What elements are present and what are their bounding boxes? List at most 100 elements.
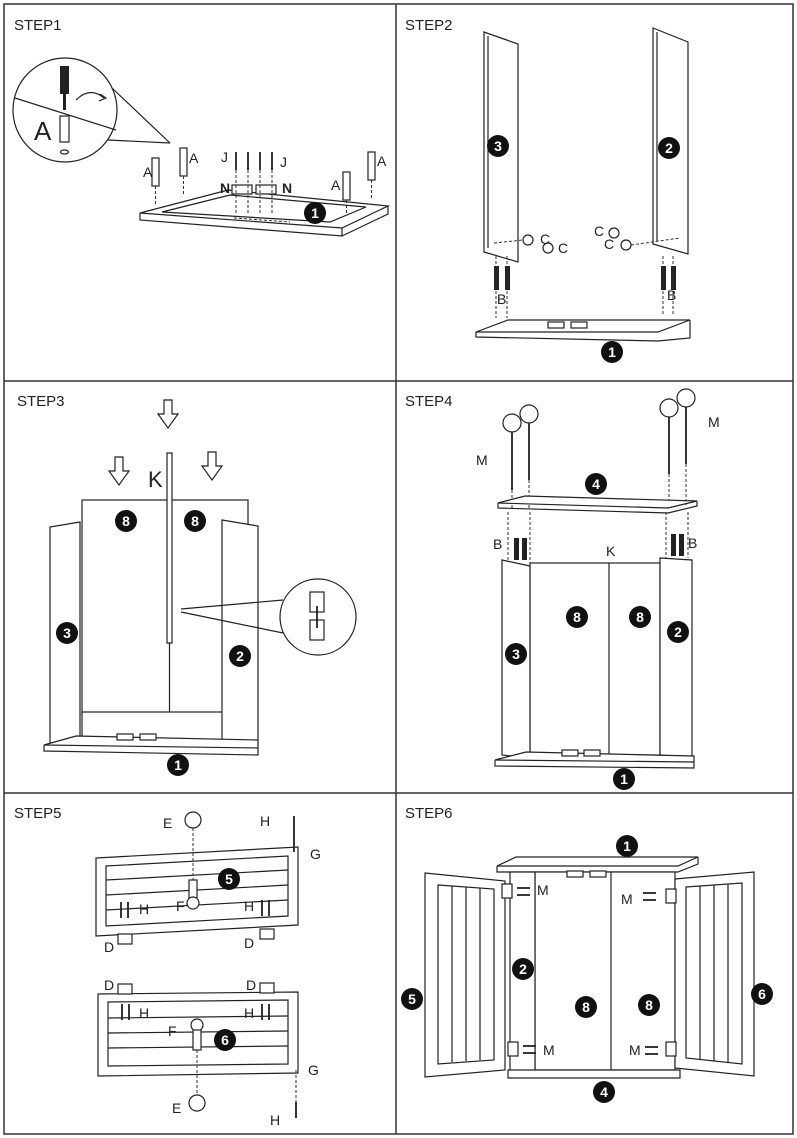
svg-text:6: 6 xyxy=(221,1032,229,1048)
cam-bolt-parts: A A A A xyxy=(143,147,387,215)
svg-text:6: 6 xyxy=(758,986,766,1002)
svg-text:8: 8 xyxy=(573,609,581,625)
part-label: F xyxy=(176,898,185,914)
screw-parts: M M xyxy=(476,388,720,510)
svg-text:2: 2 xyxy=(519,961,527,977)
part-label: K xyxy=(148,467,163,492)
part-label: C xyxy=(558,240,568,256)
part-label: B xyxy=(493,536,502,552)
svg-text:8: 8 xyxy=(582,999,590,1015)
cabinet-assembled xyxy=(496,856,699,1079)
screw-and-clip-parts: J J N N xyxy=(220,149,292,215)
svg-text:2: 2 xyxy=(665,140,673,156)
svg-text:1: 1 xyxy=(311,205,319,221)
board-number-badge: 8 xyxy=(575,996,597,1018)
svg-text:3: 3 xyxy=(494,138,502,154)
part-label: A xyxy=(377,153,387,169)
board-number-badge: 3 xyxy=(505,643,527,665)
knob-icon xyxy=(184,811,202,829)
part-label: D xyxy=(246,977,256,993)
base-board xyxy=(475,319,691,342)
svg-text:1: 1 xyxy=(623,838,631,854)
step-title: STEP5 xyxy=(14,805,62,822)
part-label: N xyxy=(220,180,230,196)
part-label: E xyxy=(172,1100,181,1116)
panel-grid xyxy=(3,3,794,1135)
board-number-badge: 6 xyxy=(214,1029,236,1051)
step-title: STEP2 xyxy=(405,17,453,34)
svg-text:8: 8 xyxy=(645,997,653,1013)
svg-text:4: 4 xyxy=(600,1084,608,1100)
cam-bolt-icon xyxy=(59,115,70,143)
cabinet-body xyxy=(494,557,695,769)
part-label: F xyxy=(168,1023,177,1039)
board-number-badge: 1 xyxy=(616,835,638,857)
svg-text:1: 1 xyxy=(608,344,616,360)
door-upper: E H G F H H D D xyxy=(95,811,321,955)
board-number-badge: 5 xyxy=(401,988,423,1010)
part-label: M xyxy=(708,414,720,430)
board-number-badge: 4 xyxy=(593,1081,615,1103)
part-label: H xyxy=(270,1112,280,1128)
down-arrow-icons xyxy=(107,399,224,487)
board-number-badge: 1 xyxy=(304,202,326,224)
hinge-screws: M M M M xyxy=(517,882,658,1058)
board-number-badge: 2 xyxy=(667,621,689,643)
svg-text:1: 1 xyxy=(174,757,182,773)
dowel-parts: B B xyxy=(494,256,676,318)
part-label: M xyxy=(543,1042,555,1058)
board-number-badge: 4 xyxy=(585,473,607,495)
door-lower: D D H H F G E H xyxy=(97,977,319,1128)
part-label: G xyxy=(310,846,321,862)
knob-icon xyxy=(188,1094,206,1112)
part-label: H xyxy=(244,898,254,914)
part-label: H xyxy=(139,1005,149,1021)
top-board xyxy=(497,495,698,514)
connector-strip: K xyxy=(148,452,173,712)
svg-text:5: 5 xyxy=(408,991,416,1007)
board-number-badge: 5 xyxy=(218,868,240,890)
board-number-badge: 8 xyxy=(629,606,651,628)
board-number-badge: 2 xyxy=(658,137,680,159)
board-number-badge: 3 xyxy=(56,622,78,644)
svg-text:8: 8 xyxy=(191,513,199,529)
step-title: STEP6 xyxy=(405,805,453,822)
part-label: N xyxy=(282,180,292,196)
part-label: D xyxy=(104,977,114,993)
part-label: M xyxy=(537,882,549,898)
part-label: M xyxy=(621,891,633,907)
board-number-badge: 2 xyxy=(512,958,534,980)
svg-text:2: 2 xyxy=(674,624,682,640)
svg-text:4: 4 xyxy=(592,476,600,492)
part-label: H xyxy=(139,901,149,917)
door-right-open xyxy=(665,871,755,1077)
part-label: B xyxy=(688,535,697,551)
svg-text:8: 8 xyxy=(122,513,130,529)
board-number-badge: 6 xyxy=(751,983,773,1005)
part-label: A xyxy=(34,116,52,146)
part-label: D xyxy=(244,935,254,951)
back-panels xyxy=(81,499,249,741)
board-number-badge: 1 xyxy=(613,768,635,790)
svg-text:8: 8 xyxy=(636,609,644,625)
part-label: E xyxy=(163,815,172,831)
step-title: STEP3 xyxy=(17,393,65,410)
board-number-badge: 8 xyxy=(566,606,588,628)
door-left-open xyxy=(424,872,519,1078)
part-label: D xyxy=(104,939,114,955)
rotate-arrow-icon xyxy=(75,91,105,101)
cam-lock-parts: C C C C xyxy=(493,223,681,256)
svg-text:5: 5 xyxy=(225,871,233,887)
part-label: B xyxy=(667,287,676,303)
board-number-badge: 1 xyxy=(601,341,623,363)
board-number-badge: 1 xyxy=(167,754,189,776)
part-label: A xyxy=(189,150,199,166)
board-number-badge: 8 xyxy=(184,510,206,532)
step3-panel: STEP3 K xyxy=(17,393,357,776)
part-label: C xyxy=(604,236,614,252)
board-number-badge: 8 xyxy=(638,994,660,1016)
part-label: H xyxy=(244,1005,254,1021)
hinge-screws xyxy=(117,900,275,945)
step6-panel: STEP6 xyxy=(401,805,773,1103)
